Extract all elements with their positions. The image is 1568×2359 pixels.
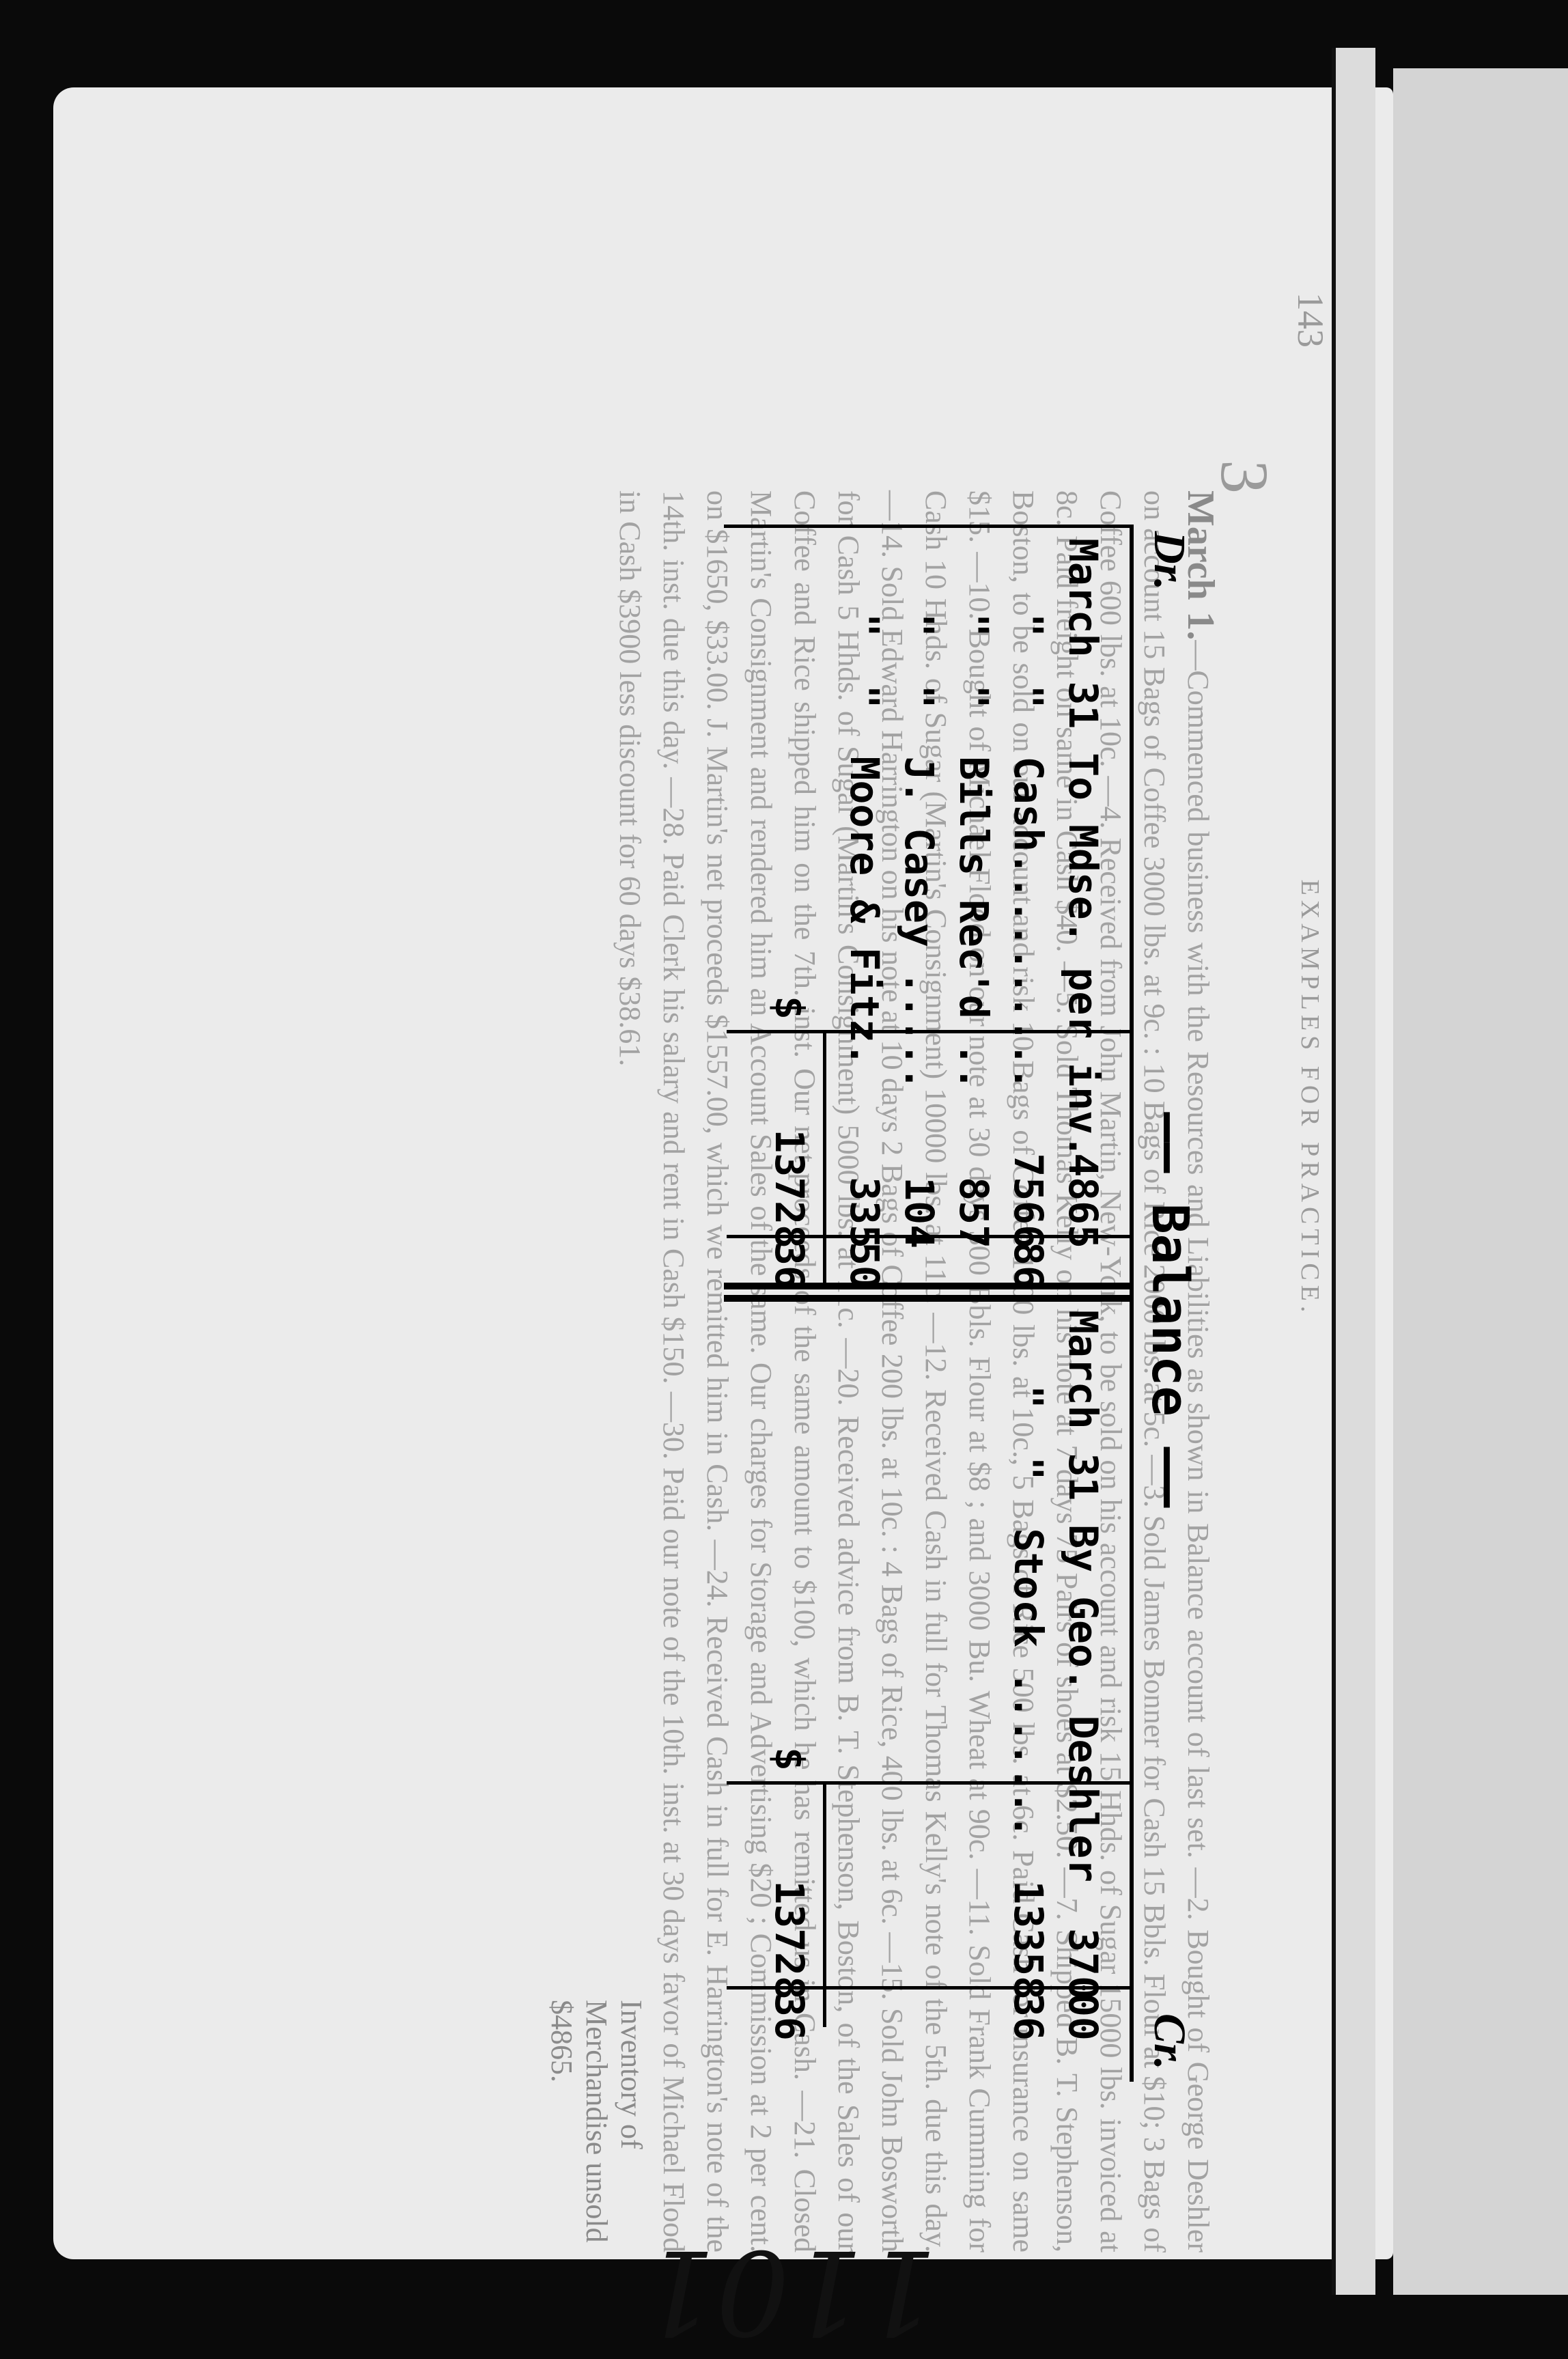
- debit-sum-rule: [823, 1030, 826, 1283]
- inventory-note: Inventory of Merchandise unsold $4865.: [545, 2000, 648, 2243]
- credit-row-2-dollars: 13358: [1005, 1880, 1052, 2000]
- debit-label: Dr.: [1145, 531, 1194, 591]
- rotated-page-content: 143 EXAMPLES FOR PRACTICE. 3 March 1.—Co…: [53, 87, 1393, 2259]
- debit-total-dollars: 13728: [766, 1129, 813, 1248]
- credit-row-2: " " Stock .......: [1005, 1385, 1052, 1839]
- debit-row-3-dollars: 857: [951, 1177, 997, 1248]
- credit-row-1-cents: 00: [1060, 1993, 1106, 2041]
- ledger-title: —— Balance ——: [1140, 1112, 1199, 1508]
- credit-sum-rule: [823, 1781, 826, 2027]
- ledger-center-rule-2: [724, 1295, 1130, 1302]
- ledger-header-rule: [1130, 525, 1134, 2082]
- handwritten-note: 1101: [642, 2224, 938, 2359]
- debit-row-2-dollars: 7566: [1005, 1153, 1052, 1248]
- running-title: EXAMPLES FOR PRACTICE.: [1296, 879, 1324, 1317]
- debit-row-5: " " Moore & Fitz.: [841, 613, 888, 1067]
- credit-label: Cr.: [1145, 2013, 1194, 2070]
- credit-row-2-cents: 36: [1005, 1993, 1052, 2041]
- debit-row-4-dollars: 104: [896, 1177, 942, 1248]
- book-gutter: [1332, 48, 1375, 2295]
- ledger-title-text: Balance: [1140, 1203, 1199, 1416]
- credit-total-symbol: $: [766, 1747, 813, 1771]
- facing-page-edge: [1393, 68, 1568, 2295]
- book-page: 143 EXAMPLES FOR PRACTICE. 3 March 1.—Co…: [53, 87, 1393, 2259]
- debit-row-3: " " Bills Rec'd ..: [951, 613, 997, 1091]
- debit-row-5-cents: 50: [841, 1242, 888, 1289]
- ledger-left-rule: [724, 525, 1134, 528]
- debit-row-4: " " J. Casey .....: [896, 613, 942, 1091]
- debit-row-5-dollars: 335: [841, 1177, 888, 1248]
- debit-row-1-dollars: 4865: [1060, 1153, 1106, 1248]
- debit-total-symbol: $: [766, 996, 813, 1020]
- debit-row-2: " " Cash..........: [1005, 613, 1052, 1091]
- credit-total-cents: 36: [766, 1993, 813, 2041]
- debit-row-2-cents: 86: [1005, 1242, 1052, 1289]
- balance-ledger: Dr. —— Balance —— Cr. March 31 To Mdse. …: [676, 525, 1209, 2082]
- credit-row-1-dollars: 370: [1060, 1928, 1106, 2000]
- debit-total-cents: 36: [766, 1242, 813, 1289]
- credit-total-dollars: 13728: [766, 1880, 813, 2000]
